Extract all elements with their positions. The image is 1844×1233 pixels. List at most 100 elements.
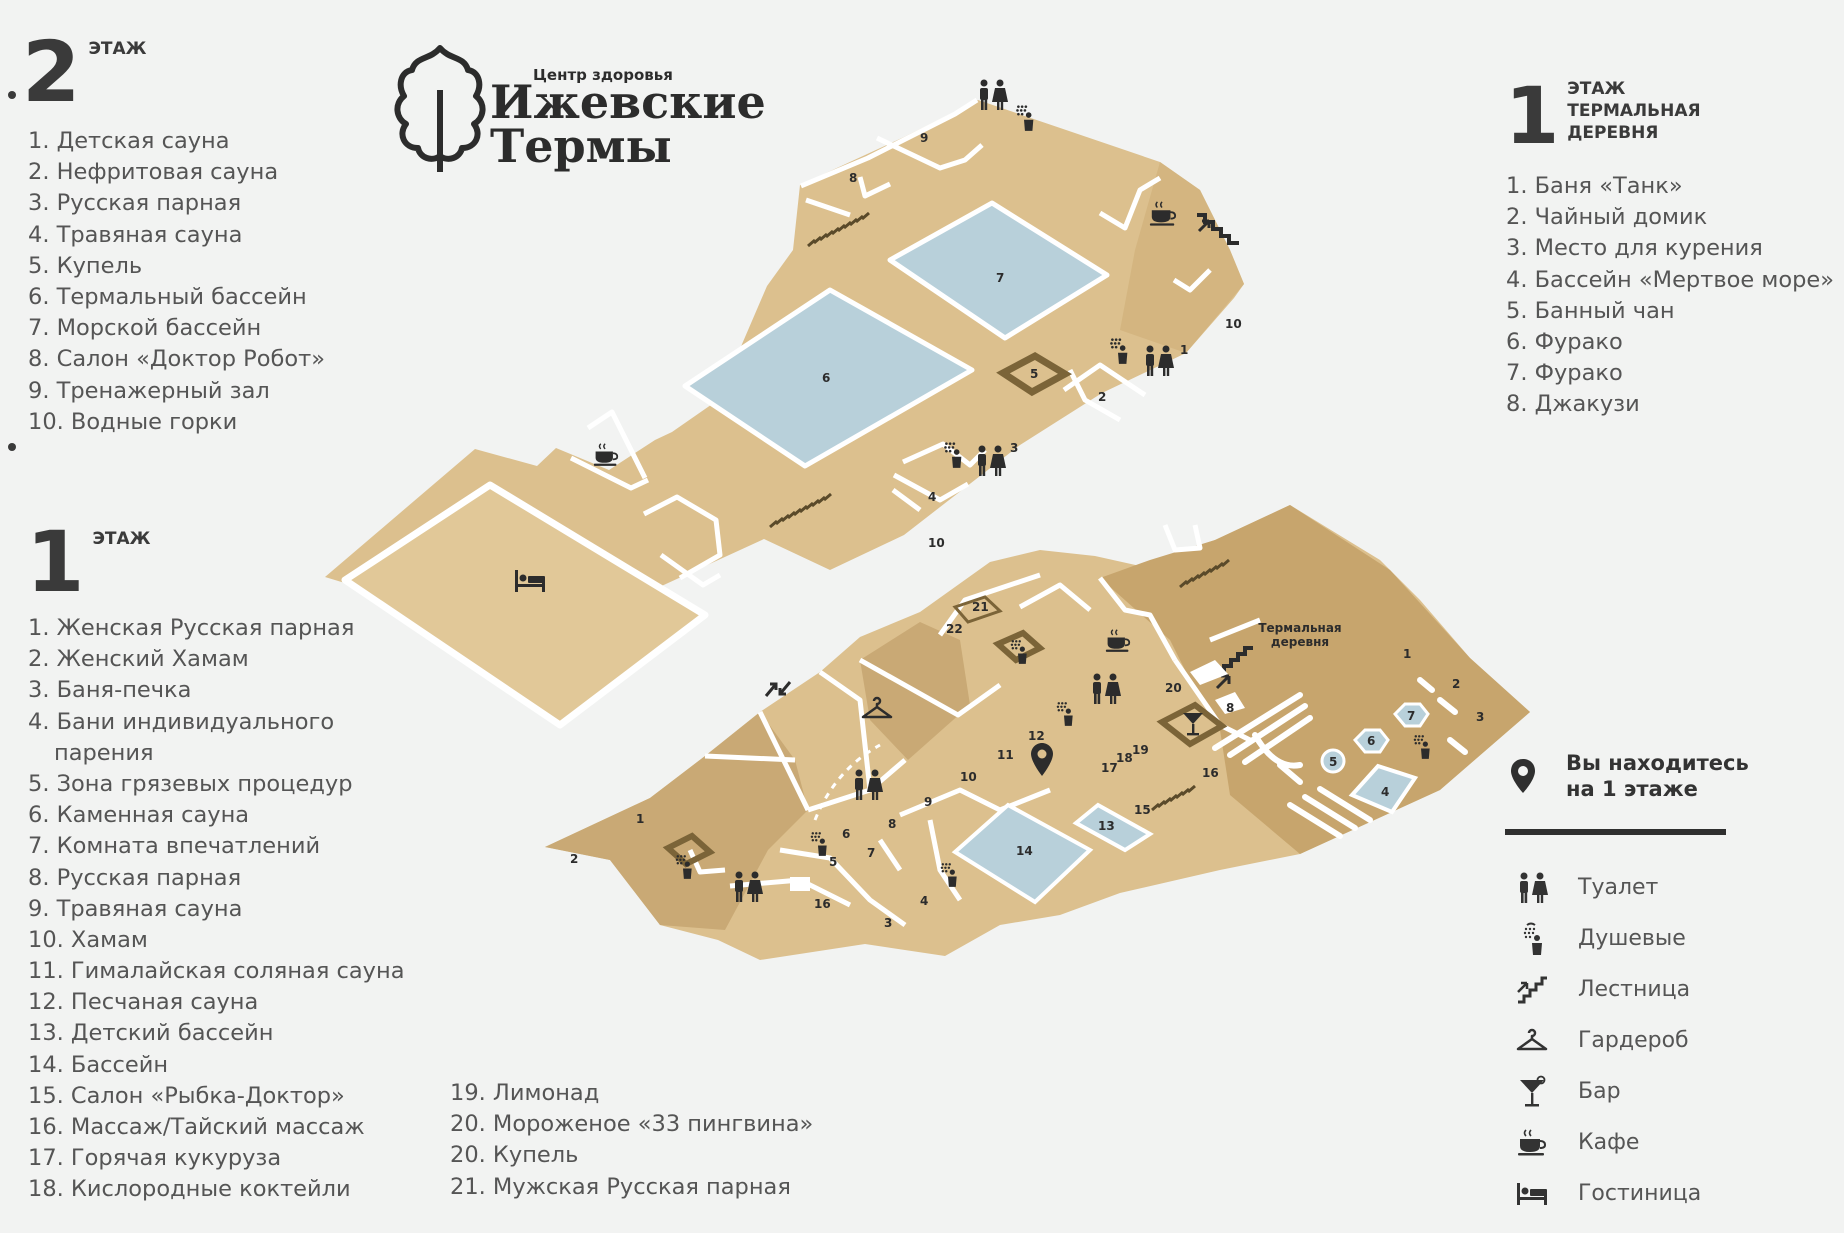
room-number: 8 [888, 817, 896, 831]
you-are-here: Вы находитесь на 1 этаже [1510, 750, 1749, 803]
room-number: 11 [997, 748, 1014, 762]
room-number: 1 [1180, 343, 1188, 357]
village-legend: 1. Баня «Танк» 2. Чайный домик 3. Место … [1506, 171, 1834, 421]
legend-item: 2. Чайный домик [1506, 204, 1708, 231]
floor1-legend-cont: 19. Лимонад 20. Мороженое «33 пингвина» … [450, 1078, 813, 1203]
floor2-plan: 1 2 3 4 5 6 7 8 9 10 10 [325, 79, 1244, 729]
floor1-header: 1 ЭТАЖ [26, 520, 151, 604]
room-number: 5 [1329, 755, 1337, 769]
cocktail-icon [1510, 1072, 1554, 1112]
path-line [813, 743, 881, 821]
room-number: 2 [1452, 677, 1460, 691]
pool-14 [951, 802, 1094, 905]
room-number: 2 [1098, 390, 1106, 404]
icon-legend-row: Гостиница [1510, 1168, 1701, 1219]
room-number: 7 [996, 271, 1004, 285]
room-number: 22 [946, 622, 963, 636]
legend-item: 16. Массаж/Тайский массаж [28, 1114, 365, 1140]
floor2-numbers: 1 2 3 4 5 6 7 8 9 10 10 [822, 131, 1242, 550]
oak-leaf-icon [394, 45, 486, 172]
white-block [790, 877, 810, 891]
icon-legend-row: Туалет [1510, 862, 1701, 913]
hanger-icon [1510, 1021, 1554, 1061]
shower-icon [1510, 919, 1554, 959]
logo: Центр здоровья Ижевские Термы [394, 45, 766, 173]
floor2-number: 2 [22, 23, 81, 121]
legend-item: 8. Джакузи [1506, 391, 1640, 418]
brand-line1: Центр здоровья [533, 66, 673, 84]
legend-item: 13. Детский бассейн [28, 1020, 274, 1047]
coffee-icon [592, 442, 619, 467]
room-number: 6 [822, 371, 830, 385]
village-numbers: 1 2 3 4 5 6 7 8 [1226, 647, 1484, 799]
legend-item: 10. Хамам [28, 926, 148, 953]
room-number: 7 [1407, 709, 1415, 723]
legend-item: 3. Баня-печка [28, 677, 192, 704]
pool-7 [887, 200, 1110, 341]
legend-item: 15. Салон «Рыбка-Доктор» [28, 1082, 345, 1109]
marker-dot [8, 443, 16, 451]
legend-item: 7. Фурако [1506, 360, 1623, 387]
village-label-line: ДЕРЕВНЯ [1567, 123, 1659, 144]
legend-item: 1. Баня «Танк» [1506, 173, 1683, 199]
room-number: 2 [570, 852, 578, 866]
icon-legend-row: Лестница [1510, 964, 1701, 1015]
legend-item: 9. Тренажерный зал [28, 377, 270, 404]
room-number: 4 [920, 894, 928, 908]
room-number: 5 [829, 855, 837, 869]
floor2-icons [515, 79, 1239, 592]
room-number: 20 [1165, 681, 1182, 695]
legend-item: 5. Банный чан [1506, 297, 1675, 324]
room-number: 19 [1132, 743, 1149, 757]
legend-item: 2. Нефритовая сауна [28, 159, 279, 186]
divider [1505, 829, 1726, 835]
legend-item: 11. Гималайская соляная сауна [28, 958, 405, 985]
you-are-here-text: Вы находитесь на 1 этаже [1566, 750, 1749, 803]
room-number: 4 [1381, 785, 1389, 799]
marker-dot [8, 91, 16, 99]
legend-item: 14. Бассейн [28, 1051, 169, 1078]
hanger-icon [861, 696, 893, 719]
legend-item: 8. Салон «Доктор Робот» [28, 346, 325, 373]
floor1-numbers: 1 2 3 4 5 6 7 8 9 10 11 12 13 14 15 16 1… [570, 600, 1219, 930]
icon-legend: Туалет Душевые Лестница Гардероб Бар Каф… [1510, 862, 1701, 1219]
legend-item: 18. Кислородные коктейли [28, 1176, 351, 1203]
room-number: 13 [1098, 819, 1115, 833]
village-number: 1 [1505, 72, 1560, 162]
legend-item: 19. Лимонад [450, 1080, 600, 1106]
legend-item: 12. Песчаная сауна [28, 989, 259, 1016]
you-are-here-line: на 1 этаже [1566, 777, 1698, 802]
legend-item: 9. Травяная сауна [28, 895, 243, 922]
icon-legend-row: Гардероб [1510, 1015, 1701, 1066]
floor2-header: 2 ЭТАЖ [22, 30, 147, 114]
room-number: 3 [1010, 441, 1018, 455]
white-block [1190, 660, 1228, 685]
furako-6 [1352, 728, 1390, 754]
bed-icon [515, 570, 545, 592]
floor1-legend: 1. Женская Русская парная 2. Женский Хам… [28, 613, 404, 1206]
toilet-icon [1510, 868, 1554, 908]
room-number: 6 [842, 827, 850, 841]
floor1-label: ЭТАЖ [92, 529, 151, 549]
brand-line3: Термы [490, 119, 672, 173]
bar-area [1156, 701, 1228, 748]
floor1-icons [675, 628, 1430, 902]
legend-item: 5. Зона грязевых процедур [28, 770, 353, 797]
legend-item: 6. Каменная сауна [28, 802, 250, 829]
icon-legend-label: Кафе [1578, 1130, 1640, 1155]
floor1-plan: Термальная деревня 1 2 3 4 5 6 7 8 9 10 … [545, 505, 1530, 960]
room-number: 6 [1367, 734, 1375, 748]
icon-legend-label: Гардероб [1578, 1028, 1689, 1053]
legend-item: 4. Бани индивидуального [28, 708, 335, 735]
room-number: 5 [1030, 367, 1038, 381]
bed-icon [1510, 1174, 1554, 1214]
legend-item: 4. Бассейн «Мертвое море» [1506, 266, 1834, 293]
room-number: 8 [1226, 701, 1234, 715]
stairs-hatch [1151, 558, 1230, 812]
village-label-line: ТЕРМАЛЬНАЯ [1567, 101, 1701, 122]
floor2-legend: 1. Детская сауна 2. Нефритовая сауна 3. … [28, 126, 325, 438]
legend-item: 6. Фурако [1506, 328, 1623, 355]
room-number: 16 [1202, 766, 1219, 780]
room-number: 1 [1403, 647, 1411, 661]
